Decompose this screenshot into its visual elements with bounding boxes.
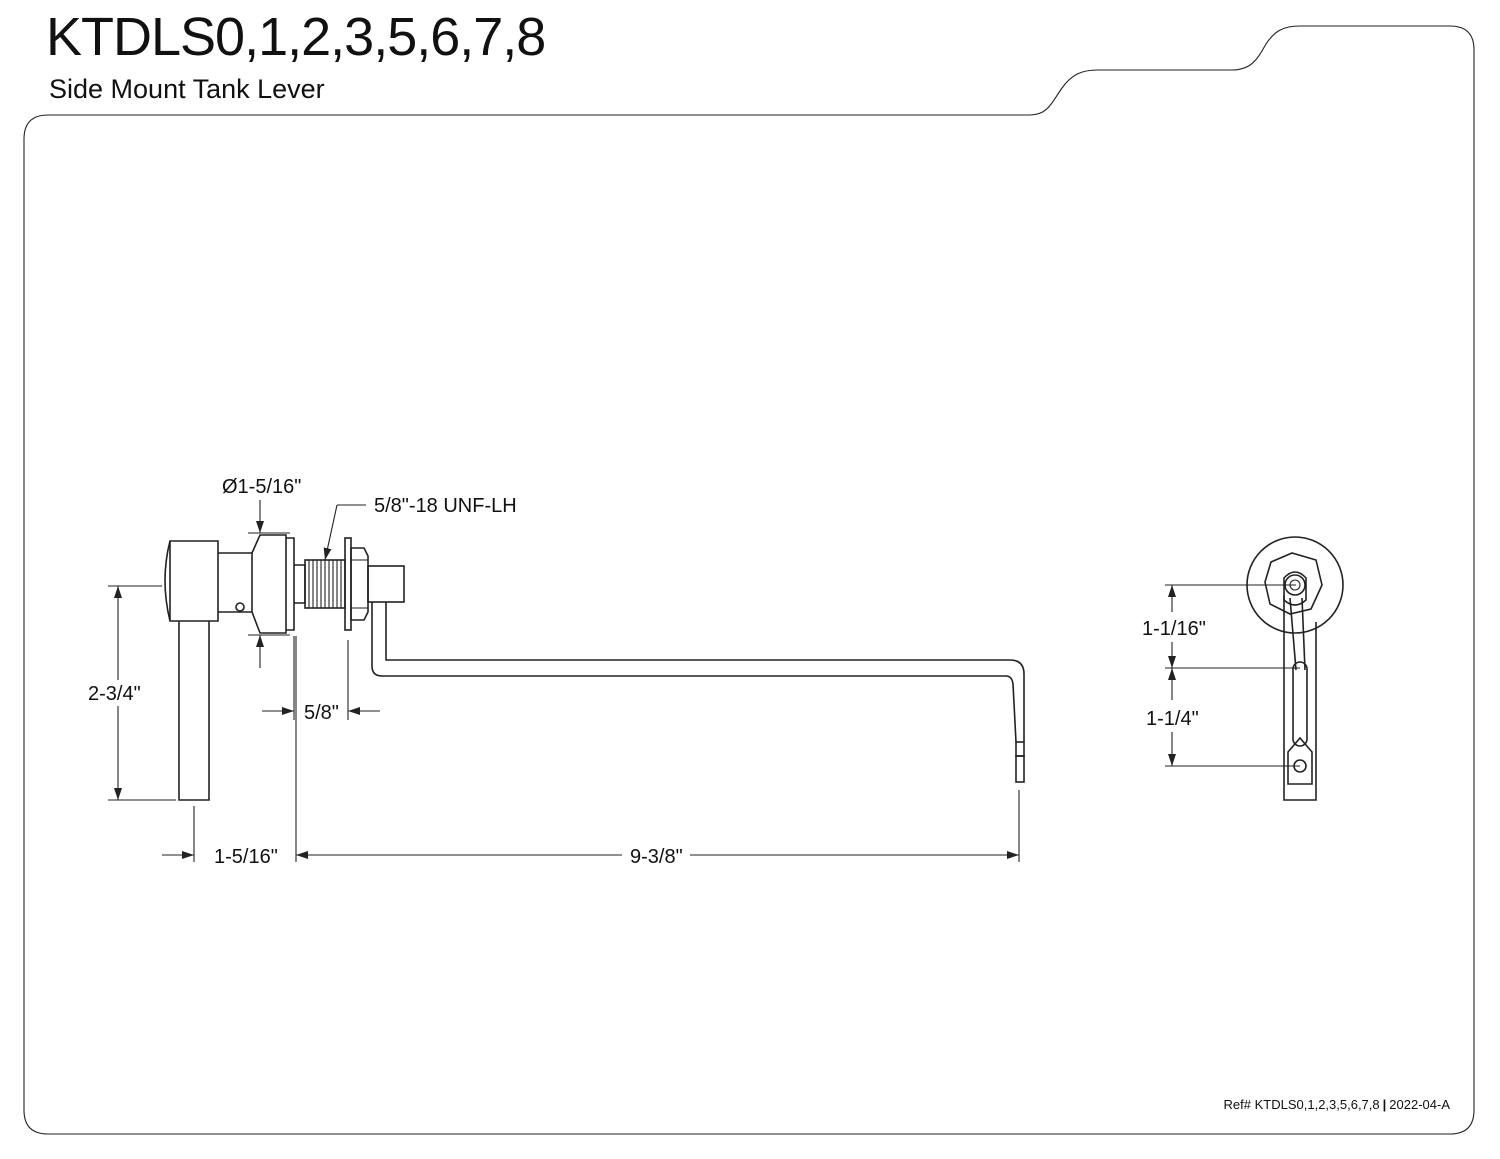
dim-shank: 5/8"	[262, 636, 380, 724]
thread-lines	[308, 560, 342, 608]
page-title: KTDLS0,1,2,3,5,6,7,8	[46, 7, 546, 67]
dim-end-view: 1-1/16" 1-1/4"	[1140, 584, 1300, 767]
dim-side-upper-label: 1-1/16"	[1142, 618, 1206, 640]
reference-label: Ref# KTDLS0,1,2,3,5,6,7,8	[1223, 1097, 1380, 1112]
dim-shank-label: 5/8"	[304, 702, 339, 724]
dim-height: 2-3/4"	[88, 585, 176, 801]
dim-thread: 5/8"-18 UNF-LH	[323, 495, 517, 561]
reference-footer: Ref# KTDLS0,1,2,3,5,6,7,8|2022-04-A	[1224, 1097, 1450, 1112]
reference-separator: |	[1382, 1097, 1387, 1112]
dim-diameter: Ø1-5/16"	[222, 476, 301, 668]
dim-handle-offset-label: 1-5/16"	[214, 846, 278, 868]
sheet-border	[23, 25, 1475, 1135]
dim-thread-label: 5/8"-18 UNF-LH	[374, 495, 517, 517]
dim-height-label: 2-3/4"	[88, 683, 141, 705]
dim-diameter-label: Ø1-5/16"	[222, 476, 301, 498]
dim-side-lower-label: 1-1/4"	[1146, 708, 1199, 730]
revision-label: 2022-04-A	[1389, 1097, 1450, 1112]
page-subtitle: Side Mount Tank Lever	[49, 74, 325, 104]
dim-bottom: 1-5/16" 9-3/8"	[162, 636, 1020, 868]
dim-arm-length-label: 9-3/8"	[630, 846, 683, 868]
lever-front-view	[164, 534, 1025, 801]
